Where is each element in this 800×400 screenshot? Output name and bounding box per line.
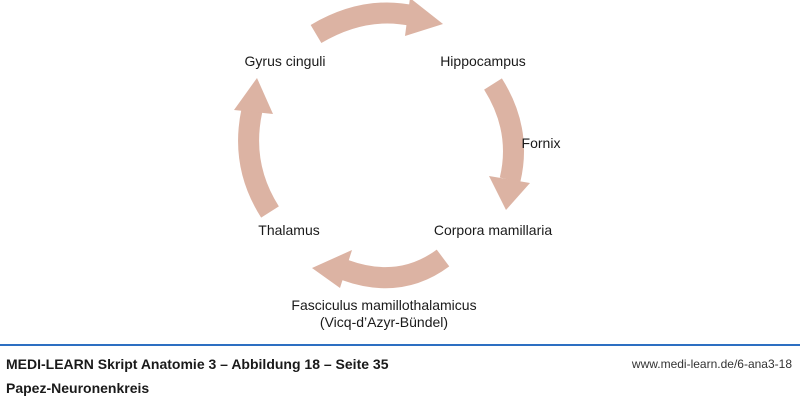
arrow-thalamus-to-gyrus [238, 107, 279, 218]
node-thalamus: Thalamus [258, 222, 320, 238]
arrow-gyrus-to-hippocampus [310, 2, 417, 44]
arrowhead-bottom [312, 250, 352, 288]
arrowhead-right [489, 176, 530, 210]
arrow-corpora-to-thalamus [341, 249, 450, 289]
footer-divider [0, 344, 800, 346]
footer-url[interactable]: www.medi-learn.de/6-ana3-18 [631, 357, 792, 371]
edge-label-fasciculus: Fasciculus mamillothalamicus (Vicq-d’Azy… [291, 297, 476, 331]
fasciculus-line-2: (Vicq-d’Azyr-Bündel) [319, 314, 449, 330]
edge-label-fornix: Fornix [521, 135, 561, 151]
figure-subtitle: Papez-Neuronenkreis [6, 380, 150, 396]
node-corpora-mamillaria: Corpora mamillaria [433, 222, 553, 238]
fasciculus-line-1: Fasciculus mamillothalamicus [291, 297, 477, 313]
arrow-hippocampus-to-corpora [484, 78, 524, 183]
arrowhead-left [234, 78, 273, 114]
node-hippocampus: Hippocampus [440, 53, 526, 69]
node-gyrus-cinguli: Gyrus cinguli [244, 53, 326, 69]
cycle-arrows [234, 0, 530, 289]
arrowhead-top [405, 0, 443, 36]
footer-title: MEDI-LEARN Skript Anatomie 3 – Abbildung… [6, 356, 389, 372]
